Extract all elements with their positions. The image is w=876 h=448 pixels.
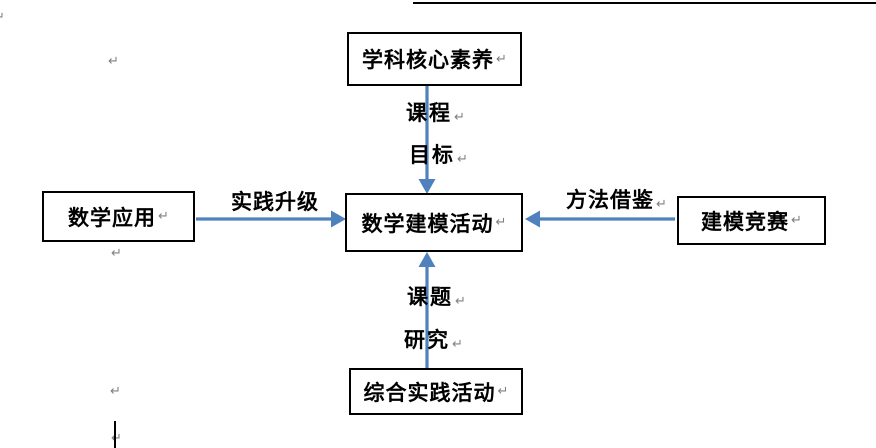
box-modeling-competition[interactable]: 建模竞赛 ↵ xyxy=(677,196,826,245)
line-break-mark: ↵ xyxy=(495,215,507,230)
line-break-mark: ↵ xyxy=(111,431,122,446)
box-subject-core-literacy[interactable]: 学科核心素养 ↵ xyxy=(347,32,522,86)
line-break-mark: ↵ xyxy=(791,213,802,228)
line-break-mark: ↵ xyxy=(455,294,468,309)
arrow-top-to-center[interactable] xyxy=(418,85,436,194)
label-curriculum: 课程 ↵ xyxy=(406,101,467,125)
line-break-mark: ↵ xyxy=(158,209,169,224)
label-goal: 目标 ↵ xyxy=(409,143,470,167)
line-break-mark: ↵ xyxy=(656,197,668,212)
label-research: 研究 ↵ xyxy=(404,328,465,352)
line-break-mark: ↵ xyxy=(108,54,119,69)
box-label: 数学建模活动 xyxy=(361,211,494,236)
arrow-right-to-center[interactable] xyxy=(525,210,675,228)
label-topic: 课题 ↵ xyxy=(407,285,468,309)
box-label: 建模竞赛 xyxy=(701,209,790,234)
box-label: 学科核心素养 xyxy=(362,48,495,72)
line-break-mark: ↵ xyxy=(110,384,121,399)
box-label: 综合实践活动 xyxy=(363,380,496,405)
text-cursor xyxy=(114,421,116,448)
box-comprehensive-practice-activity[interactable]: 综合实践活动 ↵ xyxy=(349,368,523,415)
line-break-mark: ↵ xyxy=(496,51,507,67)
label-text: 实践升级 xyxy=(231,190,319,214)
label-text: 方法借鉴 xyxy=(566,188,654,212)
line-break-mark: ↵ xyxy=(454,110,467,125)
arrow-left-to-center[interactable] xyxy=(196,210,346,228)
label-text: 研究 xyxy=(404,328,450,352)
line-break-mark: ↵ xyxy=(457,152,470,167)
line-break-mark: ↵ xyxy=(0,11,5,24)
arrow-bottom-to-center[interactable] xyxy=(418,252,436,368)
label-text: 目标 xyxy=(409,143,455,167)
label-method-reference: 方法借鉴 ↵ xyxy=(566,188,668,212)
line-break-mark: ↵ xyxy=(111,246,122,261)
box-label: 数学应用 xyxy=(68,205,157,230)
line-break-mark: ↵ xyxy=(497,384,509,399)
box-math-application[interactable]: 数学应用 ↵ xyxy=(42,191,195,242)
label-text: 课程 xyxy=(406,101,452,125)
page-top-border-line xyxy=(413,2,876,4)
line-break-mark: ↵ xyxy=(452,337,465,352)
label-text: 课题 xyxy=(407,285,453,309)
label-practice-upgrade: 实践升级 xyxy=(231,192,319,213)
box-math-modeling-activity[interactable]: 数学建模活动 ↵ xyxy=(345,193,523,252)
